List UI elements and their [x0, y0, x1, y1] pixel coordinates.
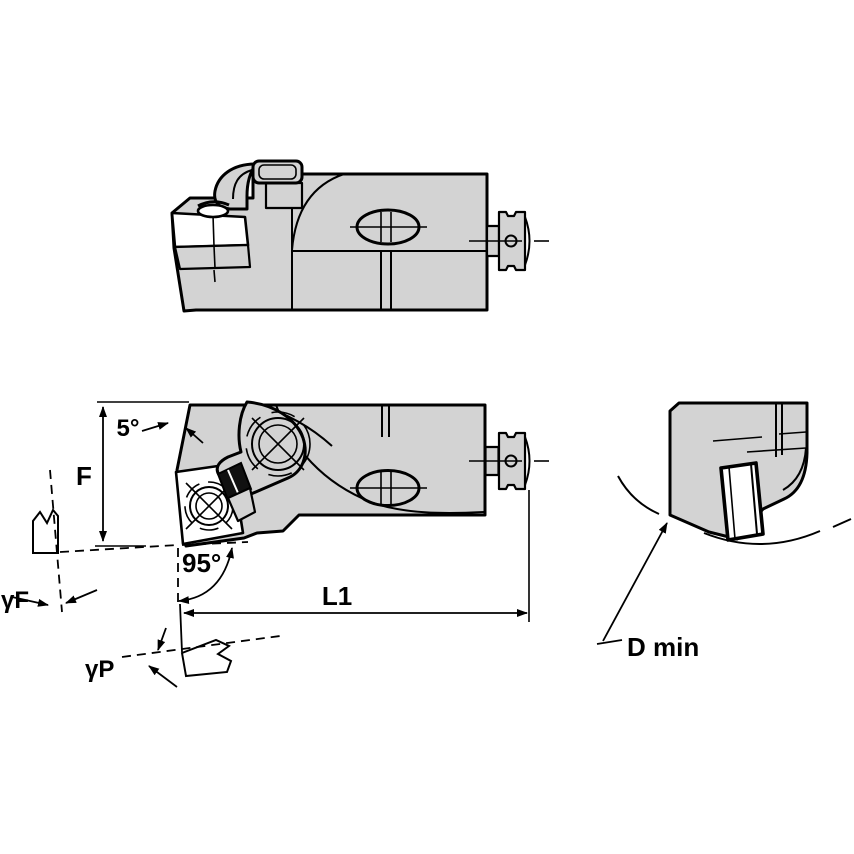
- front-view-adjust-knob: [469, 431, 549, 491]
- top-view-detail-lines: [171, 173, 486, 310]
- dimension-f: F: [76, 401, 189, 547]
- workpiece-arcs: [617, 475, 852, 545]
- label-f: F: [76, 461, 92, 491]
- clamp-screw: [245, 411, 311, 477]
- clamp-tip: [226, 486, 257, 523]
- label-l1: L1: [322, 581, 352, 611]
- dimension-l1: L1: [183, 490, 530, 622]
- end-view-insert: [719, 461, 765, 542]
- clamp-nose-pad: [196, 203, 230, 219]
- label-95deg: 95°: [182, 548, 221, 578]
- label-gamma-p: γP: [85, 656, 114, 683]
- end-view-detail-lines: [712, 403, 807, 491]
- top-view-insert-pocket: [170, 211, 252, 283]
- front-view-slot: [350, 469, 427, 507]
- clamp-screw-cap: [251, 159, 304, 185]
- label-d-min: D min: [627, 632, 699, 662]
- gamma-f-detail: γF: [1, 469, 98, 614]
- front-view-clamp: [215, 400, 311, 523]
- top-view-adjust-knob: [469, 210, 549, 272]
- top-view: [170, 159, 549, 313]
- d-min-callout: D min: [596, 522, 699, 662]
- top-view-clamp: [196, 159, 304, 219]
- dimension-95deg: 95°: [59, 541, 249, 653]
- front-view: [174, 400, 549, 548]
- label-5deg: 5°: [117, 415, 140, 442]
- label-gamma-f: γF: [1, 587, 29, 614]
- end-view: D min: [596, 401, 852, 662]
- dimension-5deg: 5°: [117, 415, 204, 444]
- top-view-slot: [350, 208, 427, 246]
- gamma-p-detail: γP: [85, 627, 281, 688]
